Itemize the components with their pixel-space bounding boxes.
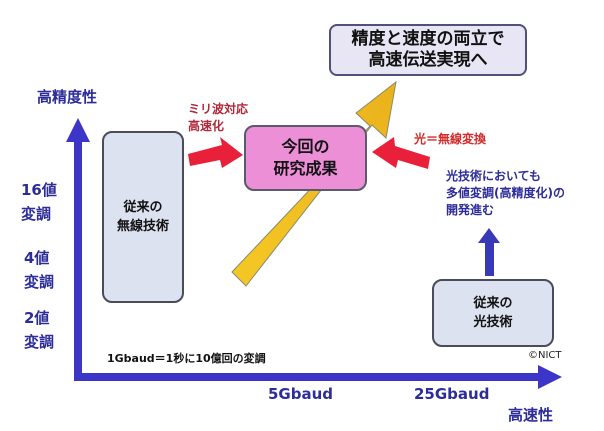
y-tick-16qam: 16値 変調	[21, 181, 57, 223]
optical-tech-box	[432, 279, 554, 347]
y-tick-4qam: 4値 変調	[24, 249, 55, 291]
progress-arrow	[231, 80, 397, 287]
light-conversion-arrow	[372, 137, 430, 169]
gbaud-note: 1Gbaud＝1秒に10億回の変調	[107, 352, 266, 365]
y-tick-2qam: 2値 変調	[24, 309, 55, 351]
x-axis-title: 高速性	[508, 406, 554, 424]
x-axis-arrow	[74, 365, 562, 389]
research-result-box	[244, 125, 367, 191]
optical-tech-label: 従来の 光技術	[473, 296, 513, 330]
millimeter-annotation: ミリ波対応 高速化	[188, 102, 249, 133]
x-tick-25gbaud: 25Gbaud	[414, 385, 490, 403]
y-axis-arrow	[66, 118, 90, 380]
optical-multilevel-annotation: 光技術においても 多値変調(高精度化)の 開発進む	[446, 169, 565, 217]
optical-up-arrow	[478, 228, 500, 276]
x-tick-5gbaud: 5Gbaud	[268, 385, 334, 403]
goal-text: 精度と速度の両立で 高速伝送実現へ	[351, 29, 505, 70]
wireless-tech-label: 従来の 無線技術	[116, 200, 169, 234]
y-axis-title: 高精度性	[37, 88, 98, 106]
research-result-label: 今回の 研究成果	[273, 137, 338, 178]
millimeter-arrow	[188, 137, 243, 168]
wireless-tech-box	[102, 131, 184, 303]
credit-label: ©NICT	[528, 350, 562, 361]
goal-box	[329, 24, 527, 76]
light-conversion-annotation: 光＝無線変換	[414, 132, 487, 146]
